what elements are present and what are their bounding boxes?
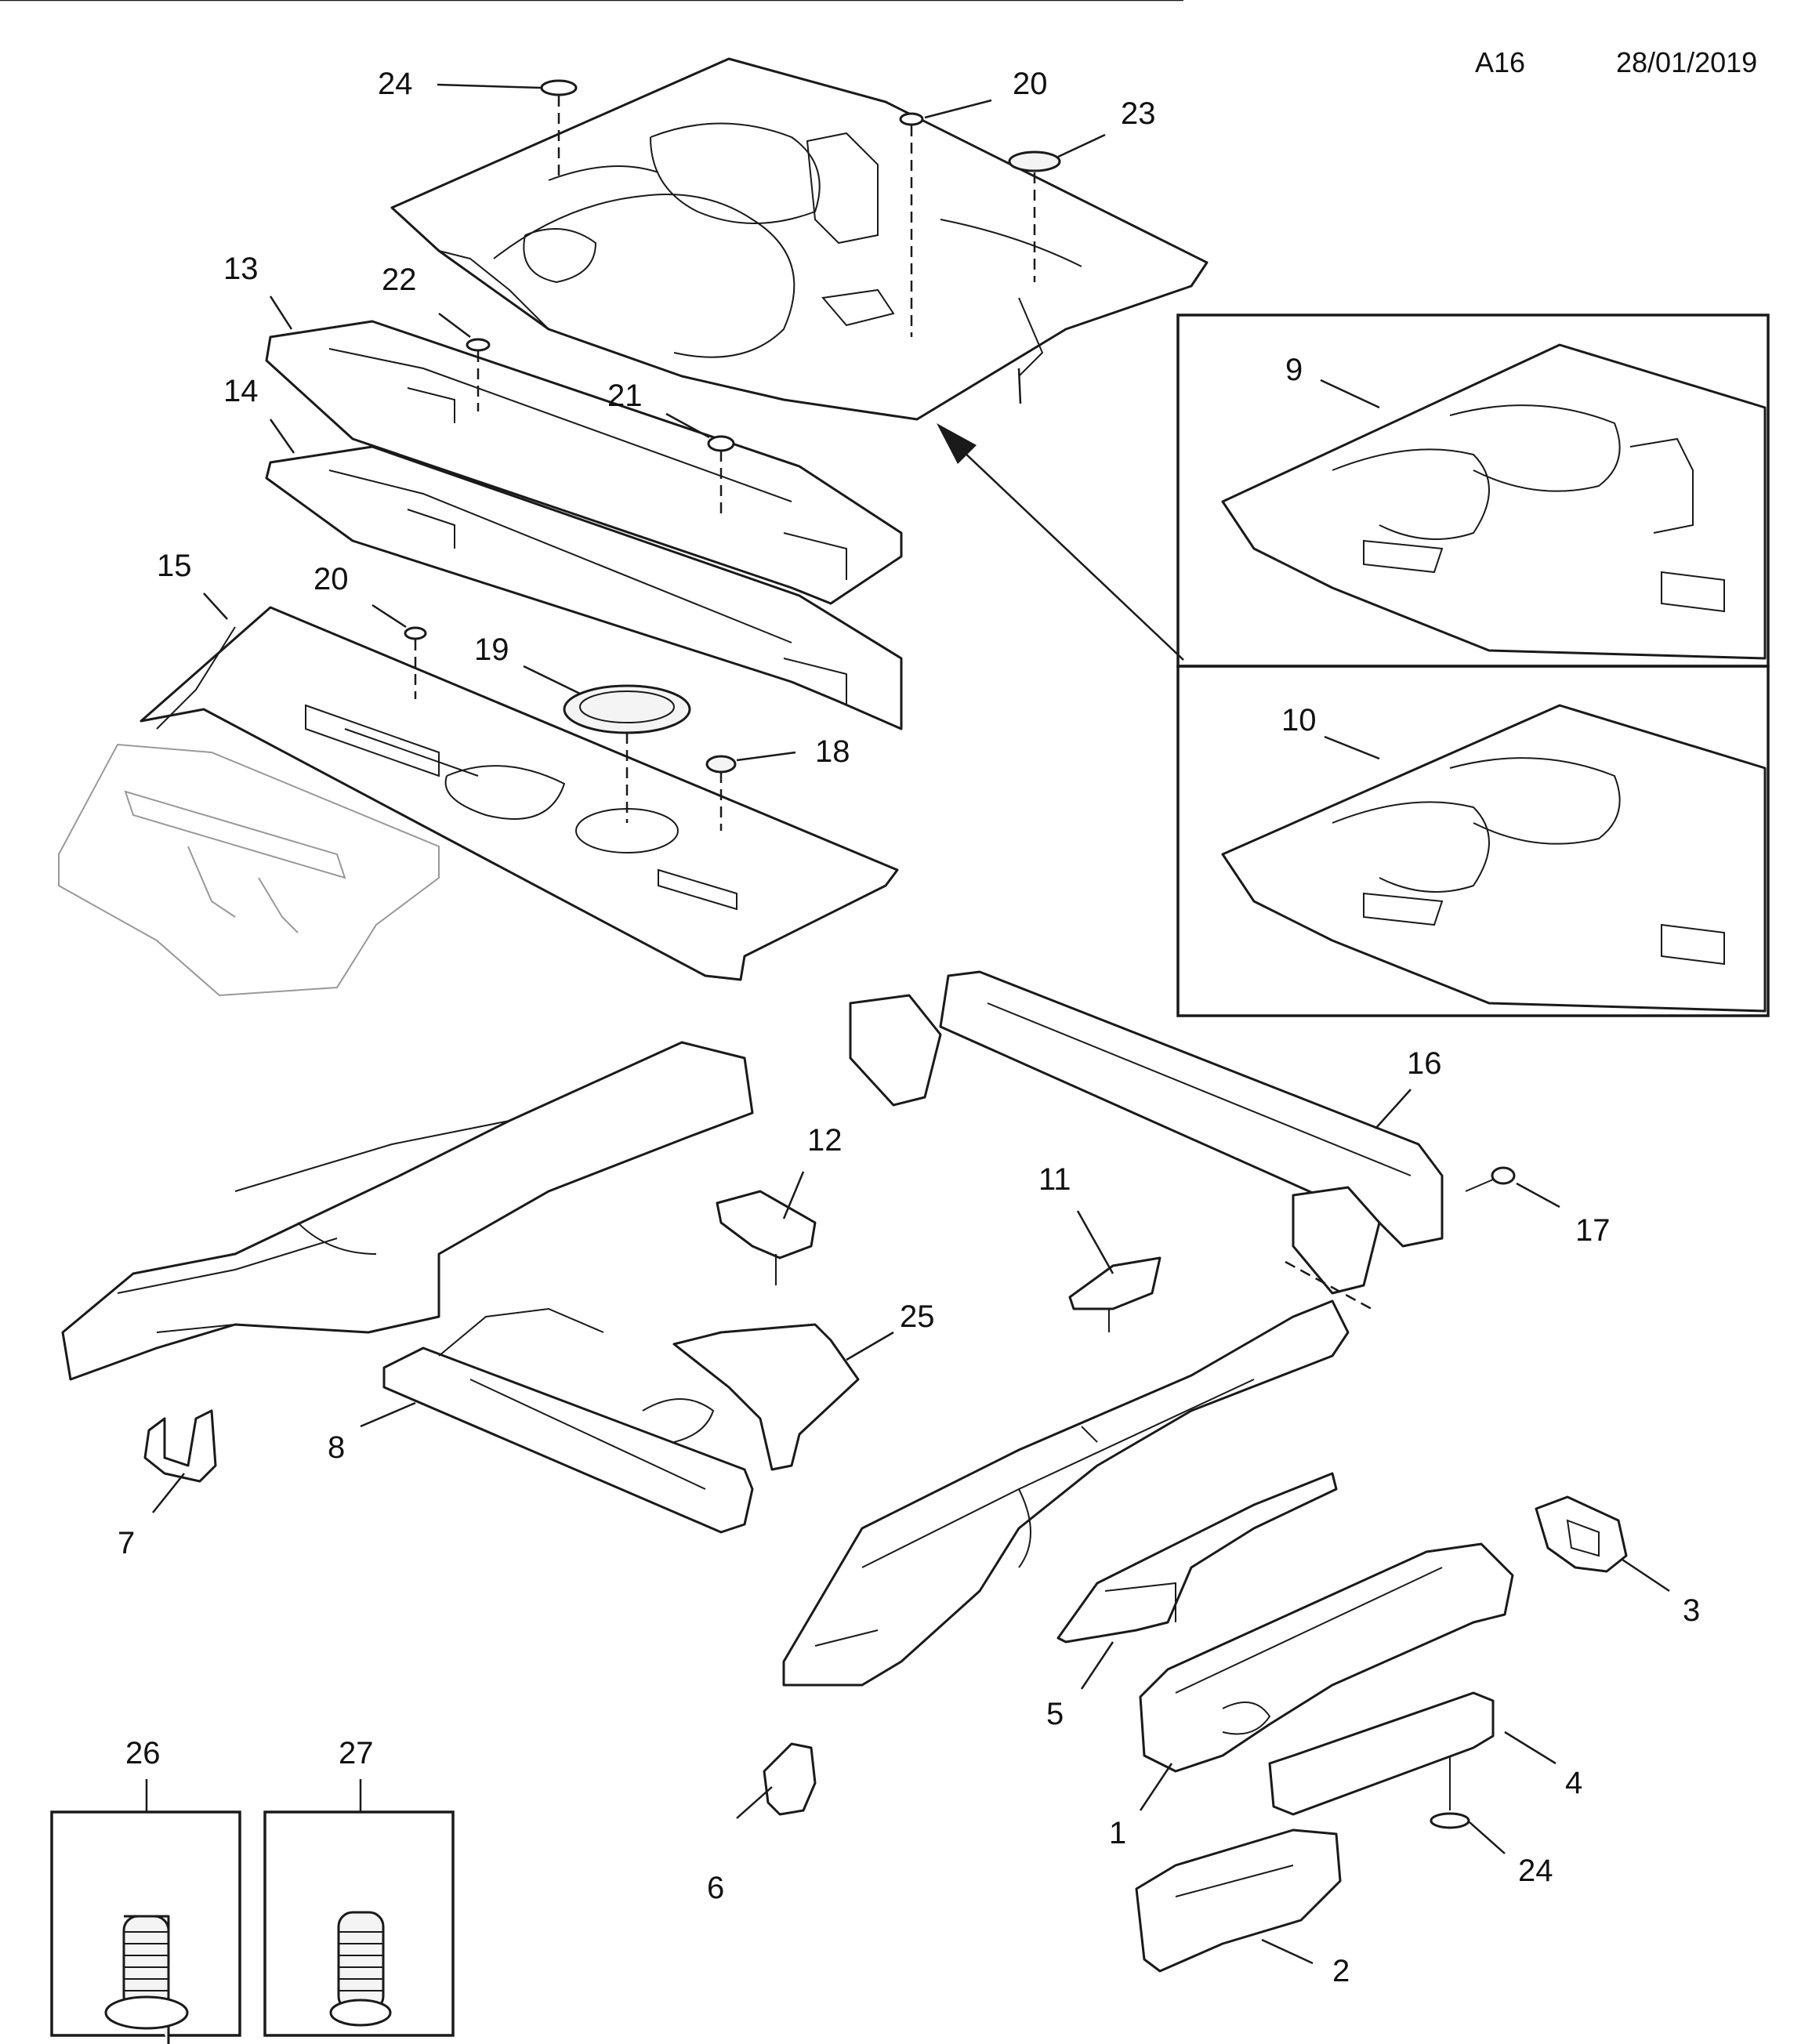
rail-section-2 — [1135, 1828, 1342, 1973]
callout-9: 9 — [1285, 353, 1303, 387]
bumper-beam-16 — [849, 970, 1444, 1295]
left-rear-rail — [61, 1041, 754, 1381]
callout-10: 10 — [1281, 703, 1317, 738]
callout-25: 25 — [900, 1299, 935, 1334]
callout-27: 27 — [339, 1736, 374, 1770]
bracket-25 — [672, 1323, 894, 1471]
bracket-7 — [143, 1409, 217, 1513]
detail-box-lower — [1176, 665, 1770, 1017]
rail-section-1 — [1139, 1542, 1514, 1811]
plug-24-bottom — [1430, 1812, 1506, 1854]
callout-8: 8 — [328, 1430, 345, 1465]
callout-1: 1 — [1109, 1816, 1126, 1850]
callout-15: 15 — [157, 549, 192, 583]
bolt-box-27 — [263, 1779, 455, 2037]
bracket-11 — [1068, 1210, 1161, 1332]
callout-24-bottom: 24 — [1518, 1854, 1553, 1888]
callout-13: 13 — [223, 252, 259, 286]
bracket-12 — [716, 1171, 817, 1285]
callout-4: 4 — [1565, 1766, 1582, 1800]
callout-24-top: 24 — [378, 67, 413, 101]
plug-22 — [438, 313, 491, 411]
rail-section-4 — [1268, 1691, 1557, 1816]
callout-12: 12 — [807, 1123, 843, 1158]
callout-21: 21 — [607, 379, 643, 413]
callout-2: 2 — [1332, 1954, 1350, 1988]
callout-17: 17 — [1575, 1213, 1611, 1248]
callout-labels: 24 20 23 13 22 21 14 9 15 20 19 18 10 16… — [118, 67, 1700, 1988]
bolt-box-26 — [50, 1779, 241, 2044]
callout-19: 19 — [474, 632, 509, 667]
plug-20-top — [899, 99, 992, 337]
callout-22: 22 — [382, 263, 417, 297]
callout-23: 23 — [1121, 96, 1156, 131]
plug-21 — [665, 412, 735, 517]
diagram-date: 28/01/2019 — [1616, 46, 1757, 78]
plate-3 — [1535, 1495, 1670, 1593]
bolt-17 — [1465, 1166, 1560, 1209]
plug-18 — [705, 751, 796, 831]
right-rear-rail — [782, 1299, 1350, 1687]
plug-20-mid — [371, 603, 427, 699]
spare-cover-19 — [523, 665, 691, 823]
bracket-6 — [736, 1742, 817, 1819]
callout-14: 14 — [223, 374, 259, 408]
callout-26: 26 — [125, 1736, 161, 1770]
body-background — [58, 743, 440, 997]
panel-5 — [1056, 1472, 1338, 1690]
callout-16: 16 — [1407, 1046, 1442, 1081]
floor-panel-15 — [140, 593, 899, 981]
plug-24-top — [437, 79, 578, 180]
rear-floor-panel — [390, 57, 1209, 421]
callout-7: 7 — [118, 1526, 135, 1560]
callout-20-mid: 20 — [313, 562, 349, 596]
callout-6: 6 — [707, 1871, 724, 1905]
rail-8 — [360, 1307, 754, 1534]
callout-5: 5 — [1046, 1697, 1064, 1731]
callout-18: 18 — [815, 734, 850, 769]
crossmember-13 — [265, 295, 903, 605]
crossmember-14 — [265, 419, 903, 730]
callout-11: 11 — [1038, 1162, 1071, 1197]
detail-arrow — [0, 0, 1184, 661]
callout-3: 3 — [1683, 1593, 1700, 1628]
callout-20-top: 20 — [1013, 67, 1048, 101]
diagram-code: A16 — [1475, 46, 1525, 78]
detail-box-upper — [1176, 313, 1770, 668]
plug-23-top — [1008, 133, 1106, 282]
